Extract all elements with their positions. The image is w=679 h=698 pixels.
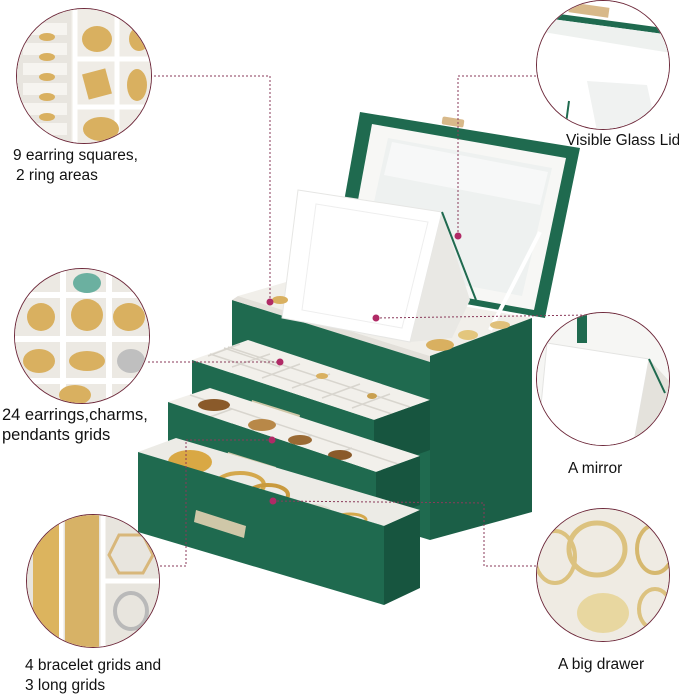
leader-bottom-left <box>160 439 272 567</box>
earring-squares-image <box>17 9 151 143</box>
label-big-drawer: A big drawer <box>558 656 645 673</box>
label-grids: 24 earrings,charms, pendants grids <box>2 406 148 444</box>
bangles-image <box>537 509 669 641</box>
box-right-side <box>430 318 532 540</box>
leader-top-left <box>150 75 271 302</box>
glass-lid-image <box>537 1 669 129</box>
callout-circle-big-drawer <box>536 508 670 642</box>
drawer-3-front <box>138 452 384 605</box>
label-glass-lid: Visible Glass Lid <box>566 132 679 149</box>
leader-top-right <box>457 75 562 236</box>
callout-circle-earring-squares <box>16 8 152 144</box>
leader-bottom-right <box>272 500 538 567</box>
callout-circle-glass-lid <box>536 0 670 130</box>
callout-circle-mirror <box>536 312 670 446</box>
callout-circle-grids <box>14 268 150 404</box>
lid-clasp <box>441 116 465 128</box>
bracelets-image <box>27 515 159 647</box>
grids-image <box>15 269 149 403</box>
callout-circle-bracelets <box>26 514 160 648</box>
label-mirror: A mirror <box>568 460 623 477</box>
label-earring-squares: 9 earring squares, 2 ring areas <box>13 147 138 184</box>
label-bracelet-grids: 4 bracelet grids and 3 long grids <box>25 657 162 694</box>
mirror-image <box>537 313 669 445</box>
drawer-3-handle <box>194 510 246 538</box>
